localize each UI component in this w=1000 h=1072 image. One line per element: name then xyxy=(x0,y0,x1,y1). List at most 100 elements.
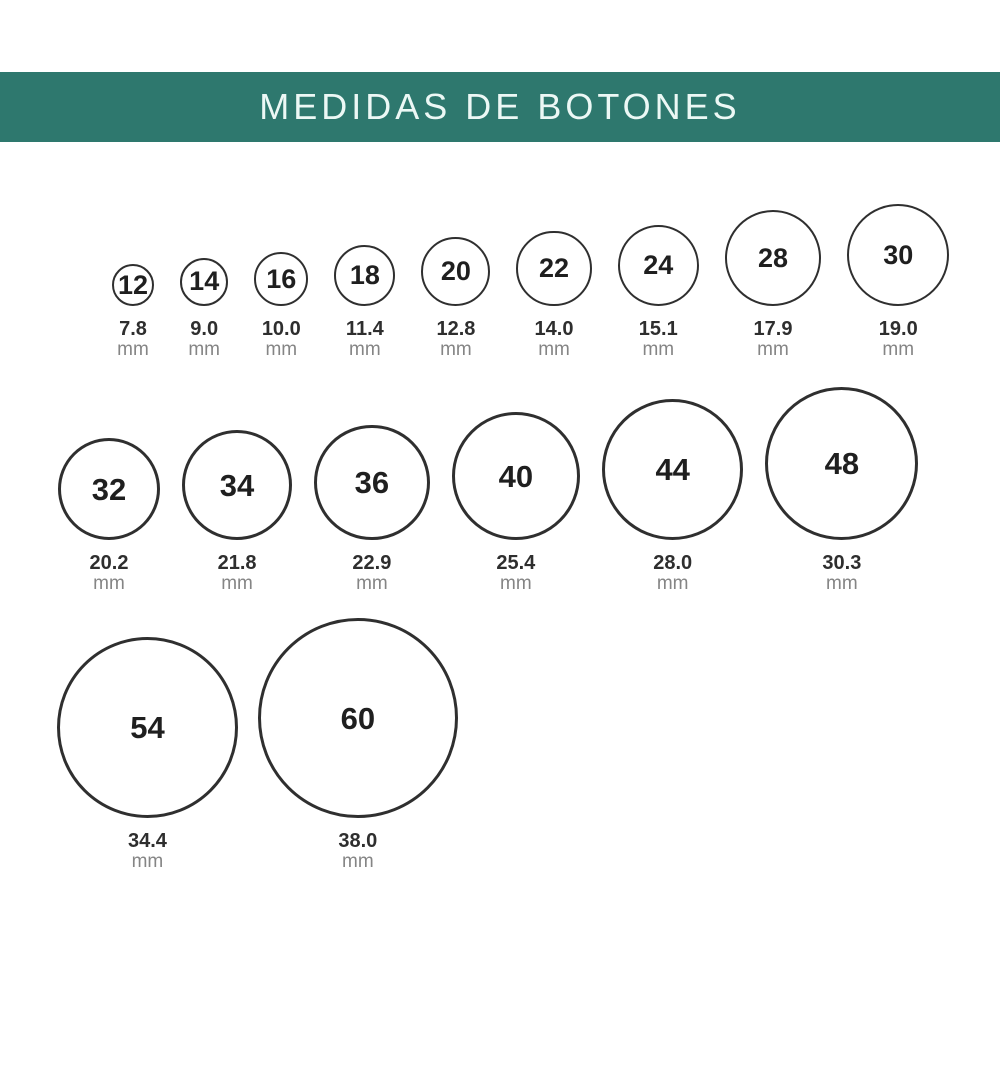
diameter-value: 20.2 xyxy=(89,552,129,575)
button-size-number: 36 xyxy=(354,464,390,500)
button-circle: 54 xyxy=(57,637,238,819)
button-size-number: 32 xyxy=(91,471,127,507)
diameter-unit: mm xyxy=(131,851,164,873)
button-size-number: 16 xyxy=(266,263,297,294)
button-size-number: 20 xyxy=(440,256,471,287)
button-size-number: 12 xyxy=(117,269,149,300)
button-circle: 28 xyxy=(724,209,822,307)
button-size-number: 48 xyxy=(824,446,860,482)
diameter-value: 10.0 xyxy=(261,318,301,341)
button-size-number: 34 xyxy=(219,467,255,503)
diameter-value: 11.4 xyxy=(345,318,384,341)
diameter-unit: mm xyxy=(188,339,221,361)
button-size-number: 60 xyxy=(340,700,376,736)
diameter-value: 14.0 xyxy=(534,318,574,341)
button-circle: 24 xyxy=(617,225,699,307)
diameter-value: 34.4 xyxy=(127,830,167,853)
diameter-value: 12.8 xyxy=(436,318,476,341)
button-size-number: 44 xyxy=(655,451,690,487)
button-circle: 14 xyxy=(180,257,229,307)
diameter-unit: mm xyxy=(882,339,915,361)
button-circle: 18 xyxy=(334,244,396,307)
button-circle: 22 xyxy=(516,230,592,307)
diameter-unit: mm xyxy=(826,573,858,595)
diameter-unit: mm xyxy=(356,573,388,595)
diameter-value: 7.8 xyxy=(119,318,147,341)
button-size-number: 40 xyxy=(498,458,534,494)
button-size-number: 18 xyxy=(349,260,380,291)
button-circle: 40 xyxy=(451,411,580,541)
button-circle: 32 xyxy=(58,438,160,541)
diameter-value: 38.0 xyxy=(338,830,378,853)
button-circle: 60 xyxy=(257,618,458,819)
button-size-number: 14 xyxy=(189,266,220,297)
diameter-value: 28.0 xyxy=(653,552,693,575)
diameter-unit: mm xyxy=(349,339,381,361)
diameter-value: 15.1 xyxy=(638,318,678,341)
diameter-unit: mm xyxy=(342,851,374,873)
button-size-number: 54 xyxy=(130,710,165,746)
diameter-value: 19.0 xyxy=(878,318,918,341)
button-size-number: 22 xyxy=(539,253,570,284)
diameter-unit: mm xyxy=(440,339,472,361)
page-title: MEDIDAS DE BOTONES xyxy=(259,86,741,127)
diameter-unit: mm xyxy=(538,339,570,361)
diameter-value: 30.3 xyxy=(822,552,862,575)
button-circle: 34 xyxy=(182,430,293,541)
diameter-value: 22.9 xyxy=(352,552,392,575)
button-circle: 48 xyxy=(765,387,919,541)
diameter-unit: mm xyxy=(642,339,675,361)
diameter-unit: mm xyxy=(93,573,125,595)
diameter-value: 17.9 xyxy=(753,318,793,341)
diameter-unit: mm xyxy=(221,573,253,595)
diameter-unit: mm xyxy=(500,573,532,595)
button-circle: 44 xyxy=(601,398,744,541)
diameter-unit: mm xyxy=(757,339,789,361)
button-size-number: 28 xyxy=(757,242,789,273)
diameter-unit: mm xyxy=(656,573,689,595)
diameter-unit: mm xyxy=(117,339,149,361)
button-circle: 16 xyxy=(254,252,309,307)
diameter-value: 25.4 xyxy=(496,552,536,575)
button-circle: 20 xyxy=(421,237,491,307)
title-bar: MEDIDAS DE BOTONES xyxy=(0,72,1000,142)
button-circle: 12 xyxy=(112,264,154,307)
button-circle: 30 xyxy=(847,204,950,307)
